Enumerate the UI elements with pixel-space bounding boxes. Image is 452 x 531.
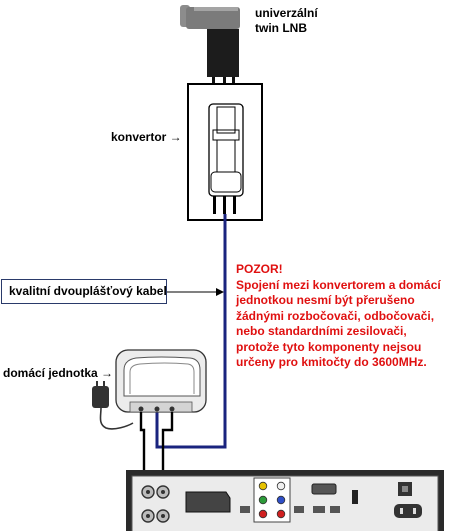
home-unit-label: domácí jednotka →	[3, 366, 114, 380]
warning-line: určeny pro kmitočty do 3600MHz.	[236, 355, 427, 369]
scart-connector	[185, 491, 231, 513]
warning-title: POZOR!	[236, 262, 283, 276]
cable-label: kvalitní dvouplášťový kabel	[9, 284, 167, 298]
lnb-label: univerzální twin LNB	[255, 6, 318, 36]
power-switch	[352, 482, 412, 504]
lnb-label-line1: univerzální	[255, 6, 318, 20]
cable-label-box: kvalitní dvouplášťový kabel	[1, 279, 167, 304]
rf-connectors	[141, 485, 170, 523]
power-adapter-icon	[92, 381, 134, 430]
convertor-label: konvertor →	[111, 130, 182, 144]
power-socket	[394, 504, 422, 518]
cable-pointer-arrow	[167, 288, 224, 296]
lnb-icon	[180, 5, 240, 84]
warning-note: POZOR! Spojení mezi konvertorem a domácí…	[236, 262, 441, 371]
warning-line: žádnými rozbočovači, odbočovači,	[236, 308, 435, 323]
small-ports	[240, 506, 340, 513]
warning-line: jednotkou nesmí být přerušeno	[236, 293, 415, 307]
warning-line: nebo standardními zesilovači,	[236, 324, 407, 338]
convertor-icon	[187, 83, 263, 221]
receiver-icon	[126, 470, 444, 531]
coax-cable	[155, 214, 227, 449]
home-unit-icon	[115, 349, 207, 413]
lnb-label-line2: twin LNB	[255, 21, 307, 35]
warning-line: protože tyto komponenty nejsou	[236, 339, 422, 354]
receiver-cables	[139, 412, 174, 478]
warning-line: Spojení mezi konvertorem a domácí	[236, 277, 441, 292]
av-connectors	[253, 477, 291, 523]
serial-port	[311, 483, 337, 495]
